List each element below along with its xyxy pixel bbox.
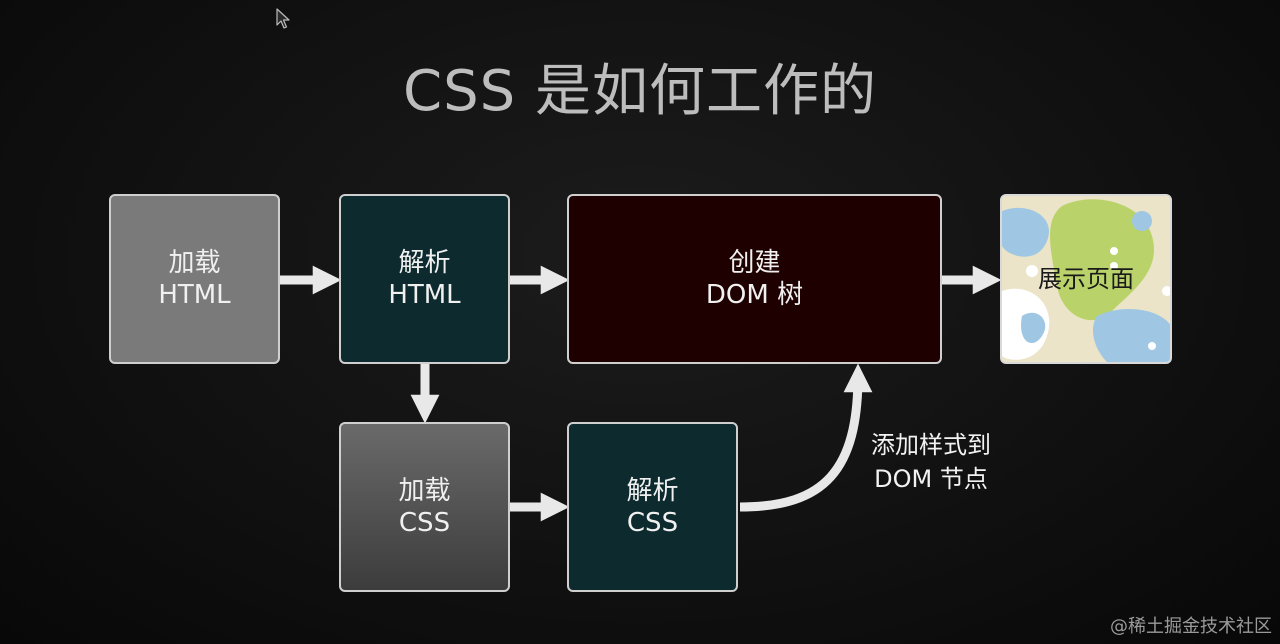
parse-html-label-line2: HTML — [388, 280, 461, 310]
create-dom-label-line1: 创建 — [728, 248, 781, 278]
create-dom-box: 创建 DOM 树 — [567, 194, 942, 364]
arrow-parse-css-to-create-dom — [739, 363, 873, 512]
parse-html-box: 解析 HTML — [339, 194, 510, 364]
page-title: CSS 是如何工作的 — [403, 59, 877, 124]
add-styles-label-line1: 添加样式到 — [871, 431, 991, 459]
parse-css-label-line1: 解析 — [626, 476, 679, 506]
watermark: @稀土掘金技术社区 — [1110, 616, 1272, 637]
add-styles-label-line2: DOM 节点 — [874, 465, 988, 493]
add-styles-edge-label: 添加样式到 DOM 节点 — [846, 428, 1016, 496]
load-css-label-line2: CSS — [398, 508, 451, 538]
load-html-box: 加载 HTML — [109, 194, 280, 364]
parse-html-label-line1: 解析 — [398, 248, 451, 278]
display-page-label: 展示页面 — [1038, 265, 1134, 293]
mouse-pointer-icon — [276, 8, 290, 29]
load-html-label-line2: HTML — [158, 280, 231, 310]
parse-css-box: 解析 CSS — [567, 422, 738, 592]
page-illustration-image — [1002, 196, 1170, 362]
parse-css-label-line2: CSS — [626, 508, 679, 538]
load-css-label-line1: 加载 — [398, 476, 451, 506]
display-page-box: 展示页面 — [1000, 194, 1172, 364]
create-dom-label-line2: DOM 树 — [705, 280, 804, 310]
load-html-label-line1: 加载 — [168, 248, 221, 278]
load-css-box: 加载 CSS — [339, 422, 510, 592]
